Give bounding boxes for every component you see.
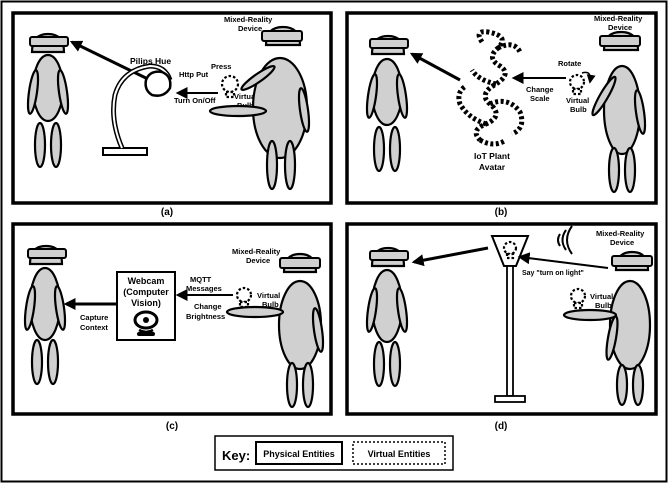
- device-label-c-1: Mixed-Reality: [232, 247, 281, 256]
- device-label-a-2: Device: [238, 24, 262, 33]
- legend-physical-label: Physical Entities: [263, 449, 335, 459]
- webcam-box: Webcam (Computer Vision): [117, 272, 175, 340]
- legend-title: Key:: [222, 448, 250, 463]
- device-label-d-2: Device: [610, 238, 634, 247]
- bulb-label-b-1: Virtual: [566, 96, 589, 105]
- change-scale-label-2: Scale: [530, 94, 550, 103]
- http-put-label: Http Put: [179, 70, 209, 79]
- mqtt-label-1: MQTT: [190, 275, 212, 284]
- capture-label-1: Capture: [80, 313, 108, 322]
- device-label-b-1: Mixed-Reality: [594, 14, 643, 23]
- plant-label-1: IoT Plant: [474, 151, 510, 161]
- webcam-label-1: Webcam: [128, 276, 165, 286]
- bulb-label-b-2: Bulb: [570, 105, 587, 114]
- panel-c: Capture Context Webcam (Computer Vision)…: [13, 224, 331, 432]
- caption-d: (d): [495, 421, 508, 432]
- mqtt-label-2: Messages: [186, 284, 222, 293]
- virtual-bulb-d: [571, 289, 585, 308]
- bulb-label-c-1: Virtual: [257, 291, 280, 300]
- brightness-label-2: Brightness: [186, 312, 225, 321]
- caption-c: (c): [166, 421, 178, 432]
- turn-on-off-label: Turn On/Off: [174, 96, 216, 105]
- legend-virtual-label: Virtual Entities: [368, 449, 431, 459]
- caption-a: (a): [161, 207, 173, 218]
- rotate-label: Rotate: [558, 59, 581, 68]
- change-scale-label-1: Change: [526, 85, 554, 94]
- legend: Key: Physical Entities Virtual Entities: [215, 436, 453, 470]
- press-label: Press: [211, 62, 231, 71]
- panel-b: IoT Plant Avatar Change Scale Rotate Vir…: [347, 13, 656, 218]
- capture-label-2: Context: [80, 323, 108, 332]
- device-label-d-1: Mixed-Reality: [596, 229, 645, 238]
- device-label-b-2: Device: [608, 23, 632, 32]
- bulb-label-d-1: Virtual: [590, 292, 613, 301]
- webcam-icon: [135, 312, 157, 336]
- plant-label-2: Avatar: [479, 162, 506, 172]
- panel-d: Say "turn on light" Virtual Bulb Mixed-R…: [347, 224, 656, 432]
- webcam-label-2: (Computer: [123, 287, 169, 297]
- webcam-label-3: Vision): [131, 298, 161, 308]
- hue-label: Pilips Hue: [130, 56, 171, 66]
- say-label: Say "turn on light": [522, 270, 584, 277]
- virtual-bulb-c: [237, 288, 251, 307]
- brightness-label-1: Change: [194, 302, 222, 311]
- panel-a: Pilips Hue Http Put Turn On/Off Virtual …: [13, 13, 331, 218]
- caption-b: (b): [495, 207, 508, 218]
- device-label-c-2: Device: [246, 256, 270, 265]
- bulb-label-d-2: Bulb: [595, 301, 612, 310]
- device-label-a-1: Mixed-Reality: [224, 15, 273, 24]
